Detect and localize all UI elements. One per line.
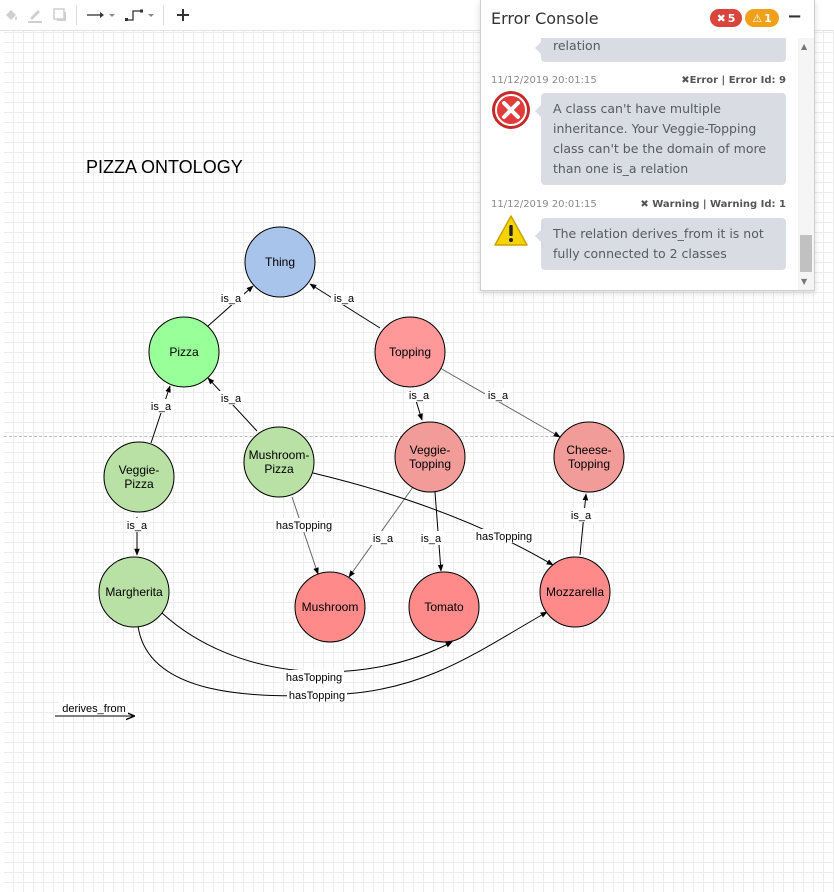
label-is-a: is_a [221, 393, 242, 405]
error-console-header: Error Console ✖5 ⚠1 − [481, 0, 814, 38]
node-label: Pizza [169, 345, 199, 359]
waypoint-style-icon[interactable] [124, 4, 156, 26]
log-message-line: fully connected to 2 classes [553, 246, 727, 261]
node-mozzarella[interactable]: Mozzarella [539, 556, 611, 628]
log-message-line: class can't be the domain of more [553, 141, 767, 156]
log-message-line: inheritance. Your Veggie-Topping [553, 121, 757, 136]
label-is-a: is_a [488, 390, 509, 402]
label-has-topping: hasTopping [276, 520, 332, 532]
node-label-line2: Pizza [124, 477, 154, 491]
log-message-partial: relation [535, 38, 786, 62]
error-count: 5 [727, 11, 736, 25]
log-timestamp: 11/12/2019 20:01:15 [491, 199, 597, 210]
log-message-line: The relation derives_from it is not [553, 226, 764, 241]
scroll-down-icon[interactable]: ▼ [801, 277, 808, 286]
edge-topping-thing[interactable] [309, 283, 381, 329]
label-is-a: is_a [373, 533, 394, 545]
warning-icon [494, 215, 528, 246]
error-console-title: Error Console [491, 9, 599, 28]
log-type-label: ✖Error | Error Id: 9 [681, 75, 786, 86]
node-mushroom-pizza[interactable]: Mushroom- Pizza [243, 426, 315, 498]
diagram-title[interactable]: PIZZA ONTOLOGY [86, 157, 243, 177]
line-color-icon[interactable] [24, 4, 46, 26]
label-has-topping: hasTopping [476, 531, 532, 543]
log-message-line: than one is_a relation [553, 161, 689, 176]
node-label-line1: Veggie- [119, 463, 160, 477]
node-label: Margherita [105, 585, 163, 599]
node-topping[interactable]: Topping [374, 316, 446, 388]
warning-badge-icon: ⚠ [752, 11, 763, 25]
edge-mozzarella-cheesetopping[interactable] [579, 493, 589, 556]
shadow-icon[interactable] [50, 4, 70, 26]
label-is-a: is_a [571, 510, 592, 522]
console-scrollbar[interactable]: ▲ ▼ [798, 38, 814, 290]
log-timestamp: 11/12/2019 20:01:15 [491, 75, 597, 86]
node-veggie-topping[interactable]: Veggie- Topping [394, 421, 466, 493]
log-type-label: ✖ Warning | Warning Id: 1 [640, 199, 786, 210]
log-message-line: relation [553, 38, 601, 53]
log-message: A class can't have multiple inheritance.… [535, 93, 786, 185]
warning-count-badge[interactable]: ⚠1 [745, 9, 779, 27]
scrollbar-thumb[interactable] [800, 235, 812, 272]
node-label-line1: Cheese- [566, 443, 611, 457]
edge-cheesetopping-topping[interactable] [439, 367, 561, 438]
node-label: Mushroom [302, 600, 359, 614]
node-label-line2: Pizza [264, 462, 294, 476]
warning-count: 1 [764, 11, 772, 25]
node-label-line2: Topping [568, 457, 610, 471]
log-message-line: A class can't have multiple [553, 101, 721, 116]
node-label: Mozzarella [546, 585, 604, 599]
label-is-a: is_a [127, 520, 148, 532]
label-has-topping: hasTopping [286, 672, 342, 684]
node-veggie-pizza[interactable]: Veggie- Pizza [103, 441, 175, 513]
error-console-log[interactable]: relation 11/12/2019 20:01:15 ✖Error | Er… [481, 38, 798, 290]
toolbar-separator [163, 5, 164, 25]
node-label: Thing [265, 255, 295, 269]
add-icon[interactable] [173, 4, 193, 26]
node-thing[interactable]: Thing [244, 226, 316, 298]
node-label: Topping [389, 345, 431, 359]
edge-veggiepizza-pizza[interactable] [150, 385, 171, 444]
toolbar-separator [76, 5, 77, 25]
edge-pizza-thing[interactable] [207, 285, 254, 327]
node-label-line1: Veggie- [410, 443, 451, 457]
node-mushroom[interactable]: Mushroom [294, 571, 366, 643]
label-is-a: is_a [151, 401, 172, 413]
error-console: Error Console ✖5 ⚠1 − relation 11/12/201… [480, 0, 815, 291]
connection-style-icon[interactable] [86, 4, 116, 26]
node-label-line1: Mushroom- [249, 448, 310, 462]
node-cheese-topping[interactable]: Cheese- Topping [553, 421, 625, 493]
label-is-a: is_a [421, 533, 442, 545]
scroll-up-icon[interactable]: ▲ [801, 42, 808, 51]
log-message: The relation derives_from it is not full… [535, 218, 786, 270]
edge-mushroompizza-mushroom[interactable] [291, 496, 319, 575]
node-tomato[interactable]: Tomato [408, 571, 480, 643]
minimize-button[interactable]: − [787, 6, 803, 27]
fill-color-icon[interactable] [2, 4, 20, 26]
error-count-badge[interactable]: ✖5 [710, 9, 742, 27]
label-is-a: is_a [221, 293, 242, 305]
node-label-line2: Topping [409, 457, 451, 471]
label-is-a: is_a [334, 293, 355, 305]
label-is-a: is_a [409, 390, 430, 402]
label-has-topping: hasTopping [289, 690, 345, 702]
node-label: Tomato [424, 600, 464, 614]
edge-mushroompizza-mozzarella[interactable] [312, 472, 554, 566]
node-pizza[interactable]: Pizza [148, 316, 220, 388]
label-derives-from: derives_from [62, 703, 126, 715]
error-icon [492, 91, 530, 129]
error-badge-icon: ✖ [716, 11, 726, 25]
node-margherita[interactable]: Margherita [98, 556, 170, 628]
